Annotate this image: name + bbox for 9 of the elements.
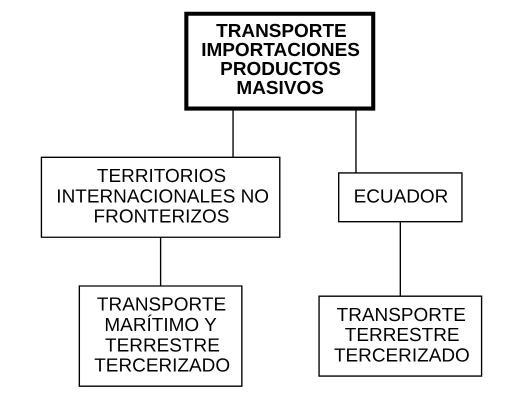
connector — [399, 222, 400, 296]
node-box: TRANSPORTE TERRESTRE TERCERIZADO — [318, 295, 482, 377]
connector — [159, 237, 161, 286]
node-box: TRANSPORTE MARÍTIMO Y TERRESTRE TERCERIZADO — [78, 285, 242, 387]
node-box: TRANSPORTE IMPORTACIONES PRODUCTOS MASIVOS — [184, 12, 375, 111]
connector — [232, 108, 234, 158]
node-box: TERRITORIOS INTERNACIONALES NO FRONTERIZOS — [40, 156, 280, 238]
node-box: ECUADOR — [338, 172, 462, 222]
connector — [354, 108, 356, 173]
